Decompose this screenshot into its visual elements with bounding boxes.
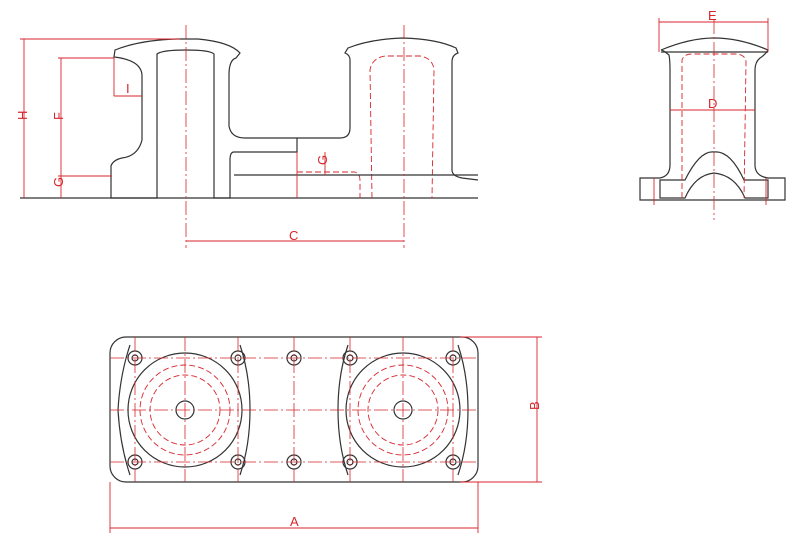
dimension-label-b: B: [527, 401, 542, 410]
side-elevation-view: E D: [639, 8, 786, 220]
left-post-section: [110, 38, 298, 199]
dimension-label-g-mid: G: [315, 155, 330, 165]
dimension-label-c: C: [289, 228, 298, 243]
dimension-label-h: H: [15, 111, 30, 120]
right-post-outline: [297, 37, 479, 181]
dimension-label-a: A: [290, 514, 299, 529]
front-elevation-view: H F G I G C: [15, 25, 479, 248]
dimension-label-d: D: [708, 96, 717, 111]
dimension-label-i: I: [126, 81, 130, 96]
dimension-label-e: E: [708, 8, 717, 23]
plan-view: B A: [109, 336, 542, 533]
dimension-label-f: F: [51, 112, 66, 120]
dimension-label-g-left: G: [51, 177, 66, 187]
